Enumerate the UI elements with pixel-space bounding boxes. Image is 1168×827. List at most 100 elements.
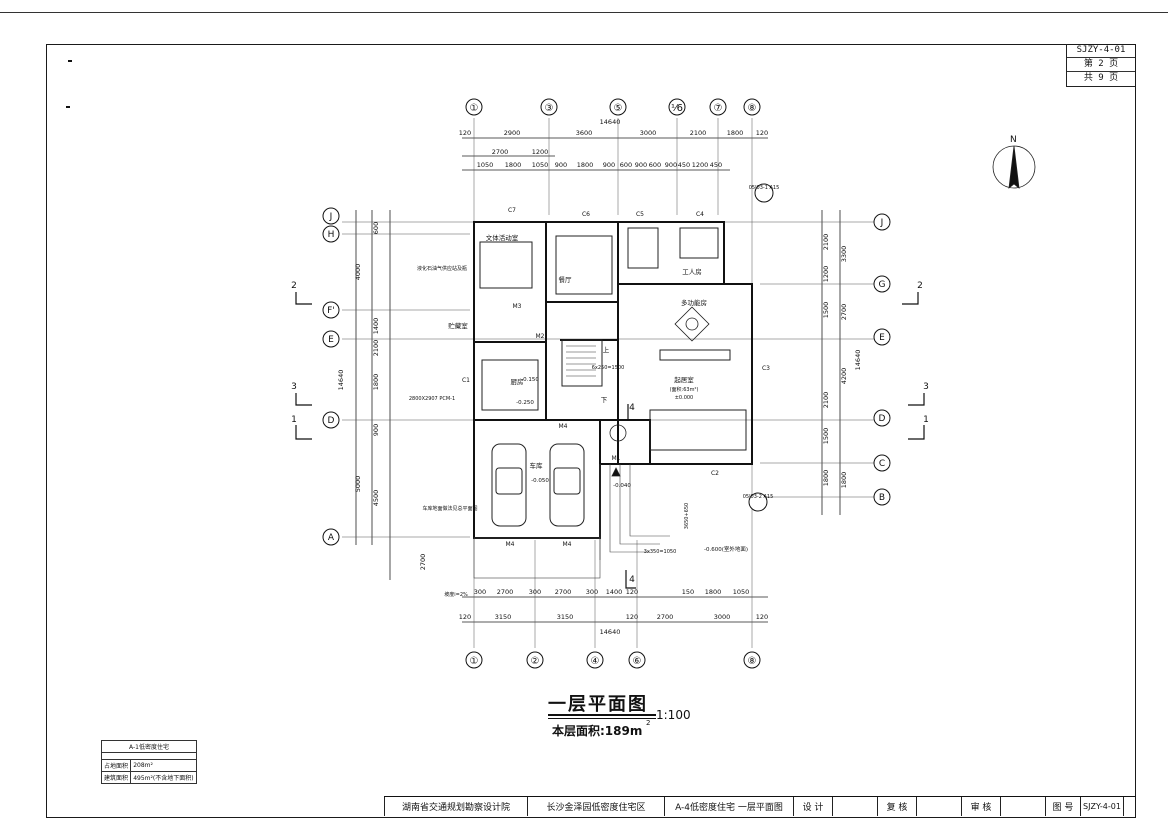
door-label: M4 [559, 423, 568, 430]
room-garage: 车库 [530, 461, 544, 470]
info-table-title: A-1低密度住宅 [101, 740, 197, 753]
axis-bottom-4: ④ [591, 656, 600, 667]
dim: 2700 [657, 613, 674, 621]
window-label: C1 [462, 377, 470, 384]
dim: 120 [626, 588, 638, 596]
door-label: M4 [506, 541, 515, 548]
window-label: C2 [711, 470, 719, 477]
title-underline [548, 714, 656, 716]
dim: 120 [459, 613, 471, 621]
dim: 1800 [727, 129, 744, 137]
dim: 2100 [690, 129, 707, 137]
dim: 1200 [692, 161, 709, 169]
dim: 3300 [840, 246, 848, 263]
section-mark: 2 [917, 281, 923, 291]
page-current: 第 2 页 [1067, 58, 1135, 72]
room-dining: 餐厅 [559, 275, 573, 284]
title-block-approve: 审 核 [962, 797, 1001, 816]
dim: 4200 [840, 368, 848, 385]
section-mark: 1 [291, 415, 297, 425]
dim: 1800 [505, 161, 522, 169]
dim: 900 [635, 161, 647, 169]
note: 05J03-1 A15 [749, 185, 780, 191]
room-kitchen: 厨房 [511, 377, 524, 386]
axis-right-E: E [879, 333, 885, 343]
window-label: C3 [762, 365, 770, 372]
dim: 3600 [576, 129, 593, 137]
note: 05J03-2 A15 [743, 494, 774, 500]
note: 车库地面做法见总平面图 [422, 505, 477, 512]
north-arrow [992, 145, 1036, 189]
dim: 2700 [492, 148, 509, 156]
title-block-project: 长沙金泽园低密度住宅区 [528, 797, 665, 816]
axis-top-5: ⑤ [614, 103, 623, 114]
window-label: C5 [636, 211, 644, 218]
sheet-top-line [0, 12, 1168, 13]
scan-mark [68, 60, 72, 62]
dim: 1500 [822, 428, 830, 445]
title-block-review: 复 核 [878, 797, 917, 816]
axis-right-B: B [879, 493, 885, 503]
dim: 1050 [477, 161, 494, 169]
title-block-approve-value [1001, 797, 1046, 816]
floor-area: 本层面积:189m [552, 724, 643, 738]
note: 坡度i=2% [444, 591, 468, 598]
section-mark: 3 [291, 382, 297, 392]
door-label: M3 [513, 303, 522, 310]
window-label: C4 [696, 211, 704, 218]
dim: 900 [603, 161, 615, 169]
dim: 120 [459, 129, 471, 137]
scan-mark [66, 106, 70, 108]
area-info-table: A-1低密度住宅 占地面积 208m² 建筑面积 495m²(不含地下面积) [100, 740, 197, 784]
dim: 300 [529, 588, 541, 596]
level: -0.150 [521, 377, 539, 383]
dim: 1050 [532, 161, 549, 169]
title-block-review-value [917, 797, 962, 816]
dim: 2900 [504, 129, 521, 137]
section-mark: 3 [923, 382, 929, 392]
room-living-level: ±0.000 [675, 395, 694, 401]
room-living-area: (面积:63m²) [670, 386, 699, 393]
dim: 900 [555, 161, 567, 169]
room-worker: 工人房 [682, 267, 702, 276]
axis-bottom-2: ② [531, 656, 540, 667]
sheet-border [46, 44, 1136, 818]
axis-top-7: ⑦ [714, 103, 723, 114]
dim: 3000 [714, 613, 731, 621]
dim: 450 [678, 161, 690, 169]
dim: 2700 [840, 304, 848, 321]
info-value: 495m²(不含地下面积) [130, 771, 197, 784]
dim: 5000 [354, 476, 362, 493]
dim: 1800 [372, 374, 380, 391]
door-label: M2 [536, 333, 545, 340]
page-total: 共 9 页 [1083, 73, 1119, 83]
room-study: 文体活动室 [486, 233, 519, 242]
dim: 2100 [822, 392, 830, 409]
stair-up: 上 [603, 345, 610, 354]
sheet-code: SJZY-4-01 [1067, 44, 1135, 58]
section-mark: 4 [629, 575, 635, 585]
info-label: 占地面积 [100, 759, 132, 772]
axis-bottom-1: ① [470, 656, 479, 667]
axis-left-F: F' [327, 306, 335, 316]
dim: 3150 [557, 613, 574, 621]
dim: 1800 [840, 472, 848, 489]
axis-right-G: G [879, 280, 886, 290]
title-block-company: 湖南省交通规划勘察设计院 [384, 797, 528, 816]
section-mark: 4 [629, 403, 635, 413]
axis-right-J: J [880, 218, 884, 228]
stair-down: 下 [601, 396, 608, 404]
dim: 3150 [495, 613, 512, 621]
axis-bottom-6: ⑥ [633, 656, 642, 667]
axis-left-H: H [328, 230, 335, 240]
dim: 1400 [372, 318, 380, 335]
dim: 2100 [372, 340, 380, 357]
axis-left-E: E [328, 335, 334, 345]
title-block: 湖南省交通规划勘察设计院 长沙金泽园低密度住宅区 A-4低密度住宅 一层平面图 … [384, 796, 1136, 816]
dim: 900 [665, 161, 677, 169]
note: 3x350=1050 [644, 549, 677, 555]
axis-top-1: ① [470, 103, 479, 114]
page-number-box: SJZY-4-01 第 2 页 共 9 页 [1066, 44, 1135, 87]
note: 2800X2907 PCM-1 [409, 396, 455, 402]
